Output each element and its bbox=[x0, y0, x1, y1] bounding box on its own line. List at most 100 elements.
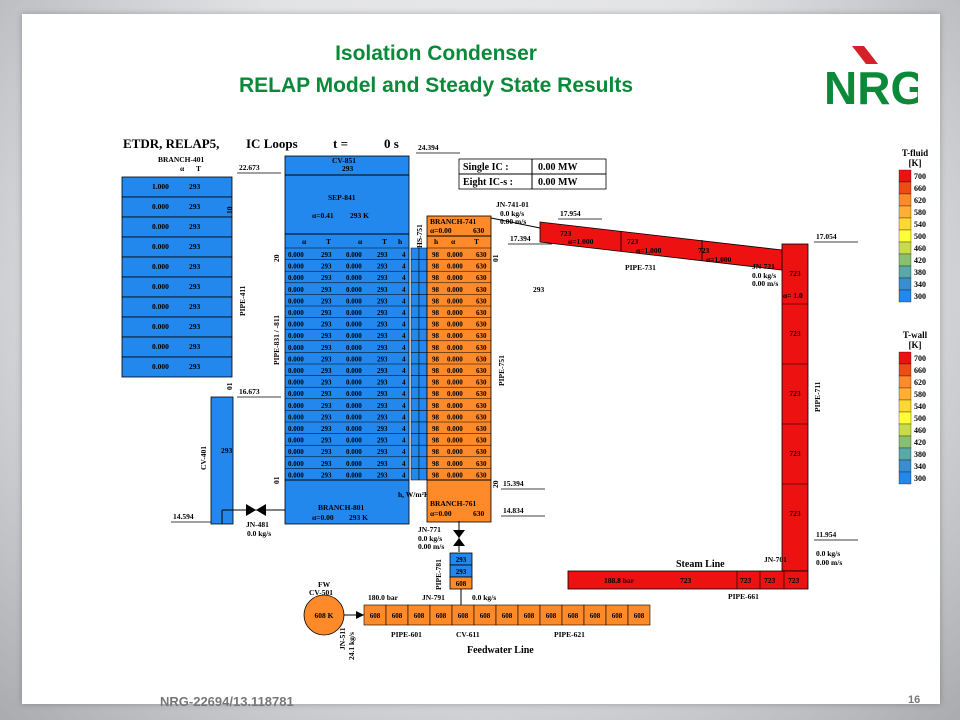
pool-temp: 293 bbox=[321, 297, 332, 305]
pipe781-temp: 293 bbox=[456, 556, 467, 564]
condenser-htc: 98 bbox=[432, 274, 440, 282]
mid-temperature: 293 bbox=[533, 285, 545, 294]
steam-line-pressure: 188.8 bar bbox=[604, 576, 635, 585]
condenser-htc: 98 bbox=[432, 321, 440, 329]
condenser-htc: 98 bbox=[432, 379, 440, 387]
wall-cell bbox=[418, 352, 428, 365]
pool-temp: 293 bbox=[321, 425, 332, 433]
branch401-temp: 293 bbox=[189, 182, 201, 191]
jn771-vel: 0.00 m/s bbox=[418, 542, 444, 551]
legend-wall-item-label: 300 bbox=[914, 474, 926, 483]
pool-temp: 293 bbox=[321, 286, 332, 294]
condenser-htc: 98 bbox=[432, 367, 440, 375]
pool-temp: 293 bbox=[321, 344, 332, 352]
branch401-alpha: 0.000 bbox=[152, 342, 169, 351]
pool-htc: 4 bbox=[402, 309, 406, 317]
feedwater-temp: 608 bbox=[414, 612, 425, 620]
logo-text: NRG bbox=[824, 62, 918, 108]
legend-wall-item-label: 500 bbox=[914, 414, 926, 423]
pool-temp: 293 bbox=[377, 437, 388, 445]
pool-temp: 293 bbox=[321, 309, 332, 317]
pool-alpha: 0.000 bbox=[346, 274, 362, 282]
pool-alpha: 0.000 bbox=[346, 251, 362, 259]
legend-wall-swatch bbox=[898, 471, 912, 485]
pool-htc: 4 bbox=[402, 367, 406, 375]
legend-fluid-swatch bbox=[898, 265, 912, 279]
pool-hdr: T bbox=[382, 237, 387, 246]
condenser-alpha: 0.000 bbox=[447, 344, 463, 352]
branch801-alpha: α=0.00 bbox=[312, 513, 334, 522]
feedwater-temp: 608 bbox=[634, 612, 645, 620]
pool-temp: 293 bbox=[377, 286, 388, 294]
branch401-alpha: 0.000 bbox=[152, 222, 169, 231]
condenser-temp: 630 bbox=[476, 379, 487, 387]
pipe711-temp: 723 bbox=[789, 269, 801, 278]
pool-alpha: 0.000 bbox=[288, 367, 304, 375]
condenser-temp: 630 bbox=[476, 460, 487, 468]
condenser-htc: 98 bbox=[432, 355, 440, 363]
branch401-alpha: 0.000 bbox=[152, 302, 169, 311]
wall-cell bbox=[418, 375, 428, 388]
branch401-alpha: 0.000 bbox=[152, 262, 169, 271]
condenser-htc: 98 bbox=[432, 332, 440, 340]
condenser-temp: 630 bbox=[476, 402, 487, 410]
legend-wall-swatch bbox=[898, 399, 912, 413]
legend-fluid-item-label: 420 bbox=[914, 256, 926, 265]
wall-cell bbox=[410, 247, 420, 260]
hs751-label: HS-751 bbox=[415, 224, 424, 248]
wall-cell bbox=[410, 352, 420, 365]
condenser-temp: 630 bbox=[476, 390, 487, 398]
condenser-hdr: T bbox=[474, 237, 479, 246]
pipe711-temp: 723 bbox=[789, 449, 801, 458]
legend-wall-swatch bbox=[898, 447, 912, 461]
pool-alpha: 0.000 bbox=[288, 286, 304, 294]
legend-wall-item-label: 460 bbox=[914, 426, 926, 435]
pool-alpha: 0.000 bbox=[288, 332, 304, 340]
condenser-alpha: 0.000 bbox=[447, 413, 463, 421]
condenser-temp: 630 bbox=[476, 413, 487, 421]
legend-wall-unit: [K] bbox=[909, 340, 922, 350]
cv501-temp: 608 K bbox=[315, 611, 334, 620]
power-label: Eight IC-s : bbox=[463, 177, 513, 188]
legend-wall-item-label: 420 bbox=[914, 438, 926, 447]
condenser-block bbox=[426, 215, 492, 523]
legend-fluid-swatch bbox=[898, 217, 912, 231]
condenser-htc: 98 bbox=[432, 309, 440, 317]
condenser-alpha: 0.000 bbox=[447, 263, 463, 271]
jn741-vel: 0.00 m/s bbox=[500, 217, 526, 226]
header-time-value: 0 s bbox=[384, 136, 399, 151]
elevation-label: 17.954 bbox=[560, 209, 581, 218]
cv401-label: CV-401 bbox=[199, 446, 208, 470]
condenser-temp: 630 bbox=[476, 332, 487, 340]
condenser-temp: 630 bbox=[476, 321, 487, 329]
pool-alpha: 0.000 bbox=[346, 437, 362, 445]
branch401-col-alpha: α bbox=[180, 164, 185, 173]
legend-fluid-item-label: 540 bbox=[914, 220, 926, 229]
condenser-htc: 98 bbox=[432, 390, 440, 398]
pool-htc: 4 bbox=[402, 471, 406, 479]
branch401-temp: 293 bbox=[189, 202, 201, 211]
pool-temp: 293 bbox=[321, 413, 332, 421]
pool-alpha: 0.000 bbox=[346, 355, 362, 363]
branch401-cell bbox=[121, 276, 233, 298]
branch741-alpha: α=0.00 bbox=[430, 226, 452, 235]
pipe711-alpha: α= 1.0 bbox=[783, 291, 803, 300]
pool-temp: 293 bbox=[377, 355, 388, 363]
condenser-temp: 630 bbox=[476, 309, 487, 317]
legend-fluid-unit: [K] bbox=[909, 158, 922, 168]
pool-htc: 4 bbox=[402, 460, 406, 468]
cv851-temp: 293 bbox=[342, 164, 354, 173]
legend-fluid-item-label: 500 bbox=[914, 232, 926, 241]
pool-alpha: 0.000 bbox=[288, 321, 304, 329]
legend-wall-item-label: 700 bbox=[914, 354, 926, 363]
wall-cell bbox=[418, 444, 428, 458]
legend-fluid-title: T-fluid bbox=[902, 148, 928, 158]
branch401-temp: 293 bbox=[189, 362, 201, 371]
pool-alpha: 0.000 bbox=[346, 321, 362, 329]
legend-fluid-swatch bbox=[898, 205, 912, 219]
branch401-cell bbox=[121, 196, 233, 218]
legend-wall-swatch bbox=[898, 423, 912, 437]
pool-htc: 4 bbox=[402, 344, 406, 352]
legend-fluid-item-label: 620 bbox=[914, 196, 926, 205]
condenser-num20: 20 bbox=[491, 480, 500, 488]
